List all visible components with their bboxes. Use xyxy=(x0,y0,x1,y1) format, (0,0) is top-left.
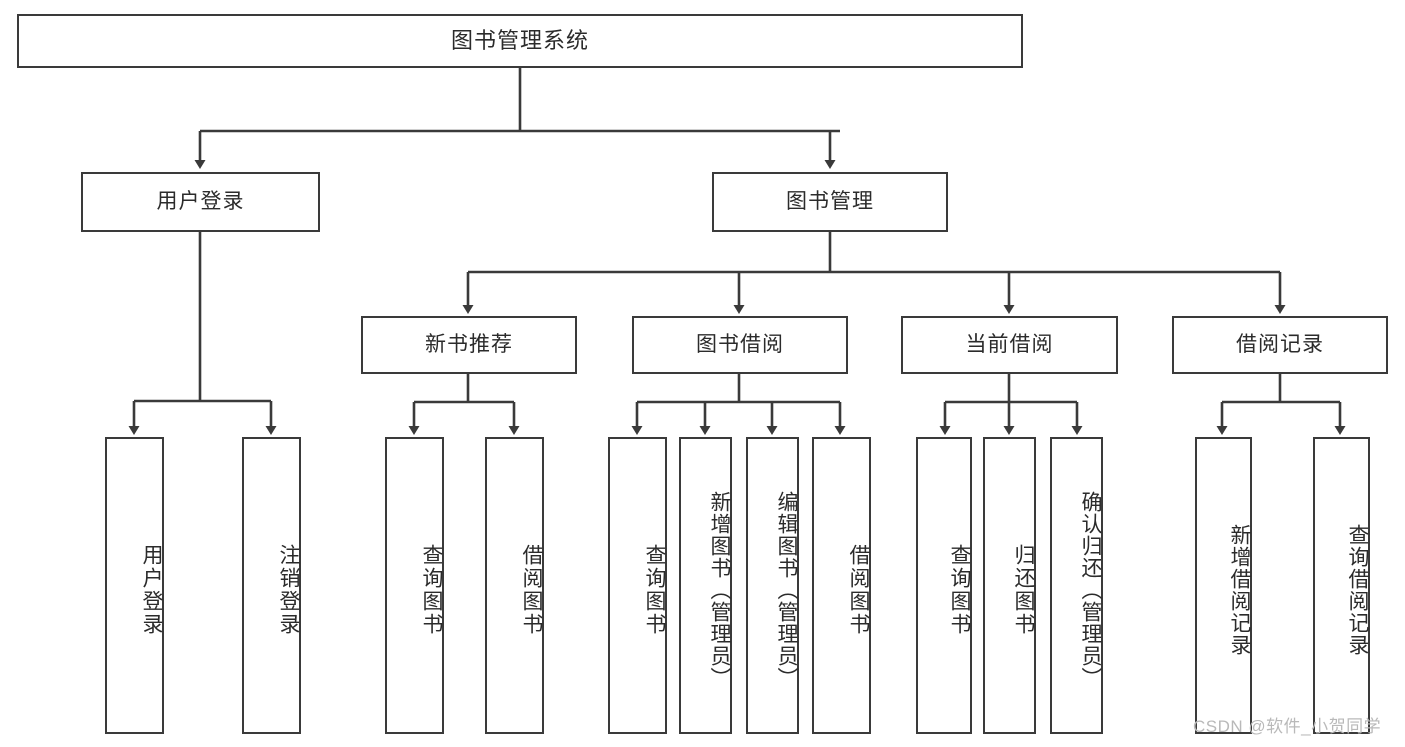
leaf-return-book-label: 归还图书 xyxy=(1012,543,1035,636)
node-current-borrow-label: 当前借阅 xyxy=(965,333,1054,357)
node-user-login-label: 用户登录 xyxy=(156,190,245,214)
leaf-borrow-book-1[interactable]: 借阅图书 xyxy=(485,437,544,734)
node-borrow-record[interactable]: 借阅记录 xyxy=(1172,316,1388,374)
leaf-borrow-book-2[interactable]: 借阅图书 xyxy=(812,437,871,734)
node-book-manage-label: 图书管理 xyxy=(786,190,874,214)
leaf-add-book-label: 新增图书（管理员） xyxy=(708,490,731,689)
node-book-manage[interactable]: 图书管理 xyxy=(712,172,948,232)
node-book-borrow-label: 图书借阅 xyxy=(696,333,784,357)
leaf-confirm-return-label: 确认归还（管理员） xyxy=(1079,490,1102,689)
leaf-add-record[interactable]: 新增借阅记录 xyxy=(1195,437,1252,734)
node-new-book-recommend-label: 新书推荐 xyxy=(425,333,513,357)
leaf-logout-login[interactable]: 注销登录 xyxy=(242,437,301,734)
node-root-label: 图书管理系统 xyxy=(450,27,589,53)
leaf-confirm-return[interactable]: 确认归还（管理员） xyxy=(1050,437,1103,734)
leaf-borrow-book-1-label: 借阅图书 xyxy=(520,543,543,636)
node-current-borrow[interactable]: 当前借阅 xyxy=(901,316,1118,374)
leaf-query-book-2[interactable]: 查询图书 xyxy=(608,437,667,734)
leaf-borrow-book-2-label: 借阅图书 xyxy=(847,543,870,636)
leaf-logout-login-label: 注销登录 xyxy=(277,543,300,636)
leaf-query-book-3[interactable]: 查询图书 xyxy=(916,437,972,734)
node-user-login[interactable]: 用户登录 xyxy=(81,172,320,232)
leaf-user-login-label: 用户登录 xyxy=(140,543,163,636)
node-book-borrow[interactable]: 图书借阅 xyxy=(632,316,848,374)
leaf-query-book-1[interactable]: 查询图书 xyxy=(385,437,444,734)
leaf-return-book[interactable]: 归还图书 xyxy=(983,437,1036,734)
leaf-query-record-label: 查询借阅记录 xyxy=(1346,523,1369,656)
watermark-text: CSDN @软件_小贺同学 xyxy=(1193,717,1382,736)
leaf-query-record[interactable]: 查询借阅记录 xyxy=(1313,437,1370,734)
node-root[interactable]: 图书管理系统 xyxy=(17,14,1023,68)
leaf-user-login[interactable]: 用户登录 xyxy=(105,437,164,734)
leaf-edit-book-label: 编辑图书（管理员） xyxy=(775,490,798,689)
leaf-query-book-3-label: 查询图书 xyxy=(948,543,971,636)
node-new-book-recommend[interactable]: 新书推荐 xyxy=(361,316,577,374)
leaf-add-book[interactable]: 新增图书（管理员） xyxy=(679,437,732,734)
leaf-add-record-label: 新增借阅记录 xyxy=(1228,523,1251,656)
leaf-query-book-2-label: 查询图书 xyxy=(643,543,666,636)
leaf-query-book-1-label: 查询图书 xyxy=(420,543,443,636)
node-borrow-record-label: 借阅记录 xyxy=(1236,333,1324,357)
leaf-edit-book[interactable]: 编辑图书（管理员） xyxy=(746,437,799,734)
